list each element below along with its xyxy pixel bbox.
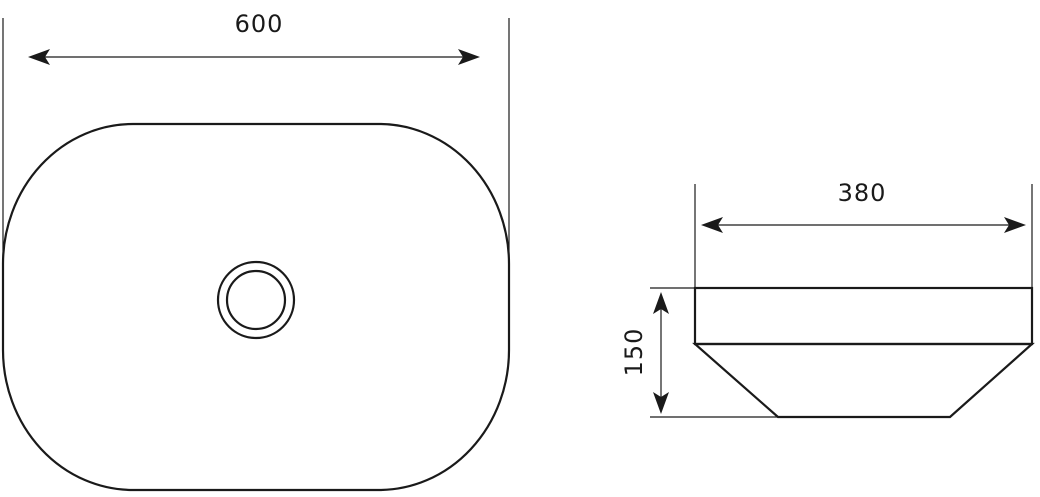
side-width-label: 380: [838, 179, 887, 207]
drain-inner-ring: [225, 269, 287, 331]
basin-body-profile: [692, 342, 1035, 419]
side-height-arrow-top: [653, 292, 669, 314]
side-width-arrow-left: [701, 217, 723, 233]
top-width-label: 600: [235, 10, 284, 38]
basin-rim-profile: [693, 286, 1034, 346]
side-height-arrow-bottom: [653, 392, 669, 414]
basin-outline-top: [1, 122, 511, 492]
top-width-arrow-left: [28, 49, 50, 65]
side-width-arrow-right: [1004, 217, 1026, 233]
top-width-arrow-right: [458, 49, 480, 65]
drain-outer-ring: [216, 260, 296, 340]
top-view: 600: [1, 10, 511, 492]
side-view: 380 150: [620, 179, 1035, 419]
side-height-label: 150: [620, 328, 648, 377]
